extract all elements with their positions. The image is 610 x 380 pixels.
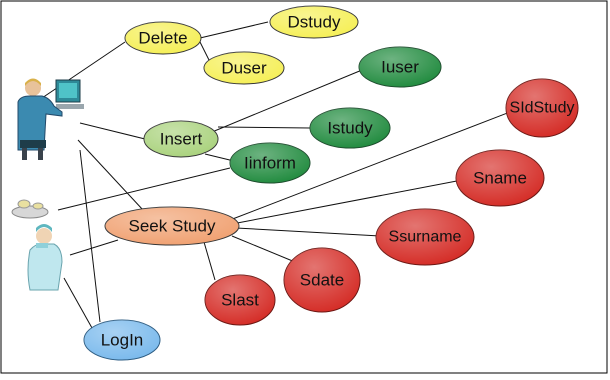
node-login-label: LogIn [101, 331, 144, 350]
node-iinform-label: Iinform [244, 154, 296, 173]
node-seek-study: Seek Study [104, 206, 240, 246]
connector-insert-iuser [211, 69, 363, 133]
node-slast-label: Slast [221, 291, 259, 310]
node-dstudy: Dstudy [269, 5, 359, 39]
node-ssurname-label: Ssurname [389, 229, 462, 246]
node-delete: Delete [124, 21, 202, 55]
node-sname-label: Sname [473, 169, 527, 188]
connector-doctor-login [63, 277, 93, 329]
node-sdate: Sdate [283, 247, 361, 313]
connector-seek-sname [231, 179, 463, 225]
computer-user-icon [17, 78, 84, 160]
doctor-icon [11, 199, 63, 291]
connector-user-login [79, 149, 101, 323]
node-sdate-label: Sdate [300, 271, 344, 290]
node-login: LogIn [83, 319, 161, 361]
connector-seek-sidstudy [229, 111, 511, 221]
node-dstudy-label: Dstudy [288, 13, 341, 32]
connector-user-insert [79, 122, 146, 140]
node-sidstudy: SIdStudy [505, 78, 579, 138]
connector-seek-ssurname [235, 227, 381, 237]
node-iinform: Iinform [229, 142, 311, 184]
node-seek-study-label: Seek Study [129, 217, 216, 236]
node-delete-label: Delete [138, 29, 187, 48]
node-istudy: Istudy [309, 107, 391, 149]
connector-delete-dstudy [199, 21, 269, 39]
node-duser-label: Duser [221, 59, 267, 78]
connector-doctor-seek [69, 239, 119, 256]
connector-doctor-iinform [57, 167, 231, 211]
connector-user-seek [77, 139, 144, 211]
connector-seek-slast [203, 241, 216, 281]
node-istudy-label: Istudy [327, 119, 373, 138]
node-iuser-label: Iuser [381, 58, 419, 77]
connector-insert-istudy [217, 126, 311, 129]
node-sname: Sname [455, 149, 545, 207]
connector-seek-sdate [231, 235, 296, 263]
node-insert: Insert [143, 120, 219, 158]
node-sidstudy-label: SIdStudy [510, 100, 575, 117]
connector-delete-duser [199, 41, 211, 63]
node-slast: Slast [204, 274, 276, 326]
node-ssurname: Ssurname [375, 208, 475, 266]
node-duser: Duser [203, 51, 285, 85]
node-iuser: Iuser [358, 46, 442, 88]
node-insert-label: Insert [160, 130, 203, 149]
